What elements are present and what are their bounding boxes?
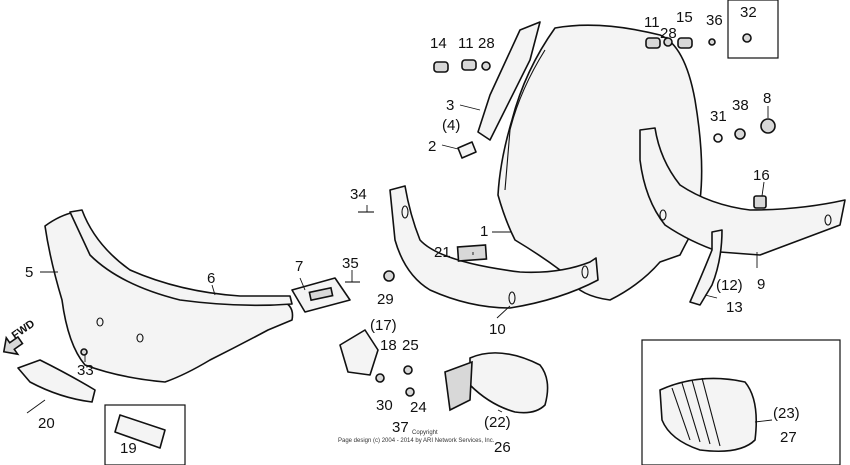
mirror bbox=[444, 352, 549, 414]
callout-30: 30 bbox=[376, 397, 393, 414]
callout-22: (22) bbox=[484, 414, 511, 431]
callout-13: 13 bbox=[726, 299, 743, 316]
callout-21: 21 bbox=[434, 244, 451, 261]
callouts: 1 2 3 (4) 5 6 7 8 9 10 11 11 (12) 13 14 … bbox=[25, 4, 800, 457]
callout-5: 5 bbox=[25, 264, 33, 281]
plate-bracket bbox=[339, 329, 379, 376]
callout-11b: 11 bbox=[644, 14, 660, 31]
callout-26: 26 bbox=[494, 439, 511, 456]
mirror-detail bbox=[659, 377, 758, 453]
copyright-line2: Page design (c) 2004 - 2014 by ARI Netwo… bbox=[338, 438, 495, 444]
lower-bracket bbox=[17, 359, 96, 403]
callout-32: 32 bbox=[740, 4, 757, 21]
callout-28a: 28 bbox=[478, 35, 495, 52]
emblem-plate bbox=[457, 141, 477, 159]
callout-20: 20 bbox=[38, 415, 55, 432]
grommet-box bbox=[727, 0, 779, 59]
fwd-label: FWD bbox=[10, 318, 37, 342]
callout-12: (12) bbox=[716, 277, 743, 294]
callout-17: (17) bbox=[370, 317, 397, 334]
fwd-arrow-icon bbox=[2, 335, 24, 356]
callout-36: 36 bbox=[706, 12, 723, 29]
right-side-panel bbox=[639, 127, 846, 256]
callout-33: 33 bbox=[77, 362, 94, 379]
callout-23: (23) bbox=[773, 405, 800, 422]
stay-bracket bbox=[689, 229, 723, 306]
callout-25: 25 bbox=[402, 337, 419, 354]
windscreen bbox=[497, 24, 703, 301]
callout-18: 18 bbox=[380, 337, 397, 354]
callout-28b: 28 bbox=[660, 25, 677, 42]
fasteners bbox=[80, 33, 776, 397]
label-plate bbox=[456, 244, 488, 262]
callout-35: 35 bbox=[342, 255, 359, 272]
callout-14: 14 bbox=[430, 35, 447, 52]
callout-2: 2 bbox=[428, 138, 436, 155]
callout-29: 29 bbox=[377, 291, 394, 308]
callout-8: 8 bbox=[763, 90, 771, 107]
callout-31: 31 bbox=[710, 108, 727, 125]
leader-lines bbox=[26, 104, 773, 423]
callout-4: (4) bbox=[442, 117, 460, 134]
callout-9: 9 bbox=[757, 276, 765, 293]
callout-1: 1 bbox=[480, 223, 488, 240]
callout-37: 37 bbox=[392, 419, 409, 436]
mirror-detail-box bbox=[641, 339, 841, 465]
fairing-trim-moulding bbox=[69, 209, 293, 307]
mount-bracket-slot bbox=[308, 286, 334, 302]
callout-34: 34 bbox=[350, 186, 367, 203]
callout-7: 7 bbox=[295, 258, 303, 275]
callout-11a: 11 bbox=[458, 35, 474, 52]
callout-3: 3 bbox=[446, 97, 454, 114]
callout-24: 24 bbox=[410, 399, 427, 416]
lower-cowl-panel bbox=[389, 185, 599, 309]
reflector bbox=[114, 414, 166, 449]
callout-27: 27 bbox=[780, 429, 797, 446]
callout-16: 16 bbox=[753, 167, 770, 184]
callout-19: 19 bbox=[120, 440, 137, 457]
callout-38: 38 bbox=[732, 97, 749, 114]
windscreen-trim-strip bbox=[477, 21, 541, 141]
copyright-line1: Copyright bbox=[412, 430, 438, 436]
callout-10: 10 bbox=[489, 321, 506, 338]
callout-15: 15 bbox=[676, 9, 693, 26]
callout-6: 6 bbox=[207, 270, 215, 287]
reflector-box bbox=[104, 404, 186, 465]
